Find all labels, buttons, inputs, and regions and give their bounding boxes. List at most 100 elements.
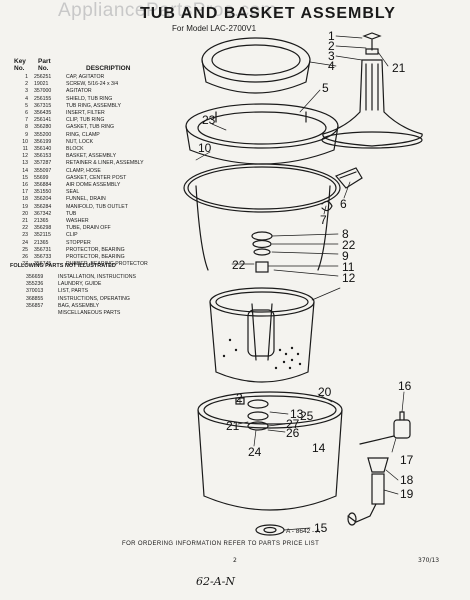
parts-row: 4 256155 SHIELD, TUB RING [10,96,200,103]
callout-7: 7 [320,213,327,227]
callout-22-right: 22 [342,238,356,252]
parts-row-part-no: 357000 [34,88,52,95]
parts-row-description: STOPPER [66,239,91,246]
parts-row-description: GASKET, TUB RING [66,124,115,131]
parts-row-part-no: 367315 [34,102,52,109]
parts-row-part-no: 356733 [34,254,52,261]
parts-row-part-no: 355200 [34,131,52,138]
callout-17: 17 [400,453,414,467]
parts-row-key-no: 10 [22,138,28,145]
callout-23: 23 [202,113,216,127]
header-part-line1: Part [38,58,51,65]
callout-26: 26 [286,426,300,440]
parts-row-part-no: 356298 [34,225,52,232]
parts-row-part-no: 356140 [34,146,52,153]
parts-row-key-no: 19 [22,203,28,210]
parts-row-key-no: 11 [22,146,28,153]
parts-row-part-no: 256251 [34,74,52,80]
not-illustrated-part-no: 356857 [26,302,44,309]
callout-18: 18 [400,473,414,487]
parts-row-part-no: 356884 [34,182,52,189]
not-illustrated-description: LIST, PARTS [58,288,89,295]
parts-row-description: TUB RING, ASSEMBLY [66,102,121,109]
parts-row-description: PROTECTOR, BEARING [66,246,125,253]
not-illustrated-part-no: 355236 [26,281,44,288]
callout-10: 10 [198,141,212,155]
callout-2-lower: 2 [236,391,243,405]
parts-row-part-no: 55699 [34,174,49,181]
parts-row-key-no: 5 [25,102,28,109]
callout-27: 27 [286,417,300,431]
parts-row-description: RUBBER, BEARING PROTECTOR [66,261,148,268]
agitator-cap-drawing [362,32,382,55]
air-dome-drawing [359,411,411,445]
parts-row-key-no: 21 [22,218,28,225]
parts-row-part-no: 256155 [34,95,52,102]
parts-row-key-no: 12 [22,153,28,160]
parts-row-key-no: 4 [25,95,28,102]
header-part-line2: No. [38,65,49,72]
diagram-code: A - 8642 - A [286,528,320,535]
parts-list: 1 256251 CAP, AGITATOR 2 19021 SCREW, 5/16-24… [10,74,200,268]
parts-row-key-no: 22 [22,225,28,232]
parts-row-part-no: 356280 [34,124,52,131]
filter-insert-drawing [335,167,363,189]
parts-row-key-no: 15 [22,174,28,181]
watermark-text: AppliancePartsPros.com [58,0,278,21]
header-key-line1: Key [14,58,26,65]
parts-row-key-no: 2 [25,81,28,88]
callout-3: 3 [328,49,335,63]
parts-row-description: SHIELD, TUB RING [66,95,113,102]
parts-row-description: SCREW, 5/16-24 x 3/4 [66,81,119,88]
parts-row-key-no: 24 [22,239,28,246]
page-subtitle: For Model LAC-2700V1 [172,24,257,33]
parts-row-description: PROTECTOR, BEARING [66,254,125,261]
not-illustrated-row: 356857 BAG, ASSEMBLY [26,303,136,310]
parts-row-description: SEAL [66,189,80,196]
parts-row-description: CAP, AGITATOR [66,74,105,80]
parts-row-key-no: 18 [22,196,28,203]
header-key: Key No. [14,58,26,72]
callout-13: 13 [290,407,304,421]
not-illustrated-description: INSTRUCTIONS, OPERATING [58,295,130,302]
callout-4: 4 [328,59,335,73]
tub-ring-drawing [185,103,339,165]
parts-row-description: CLIP [66,232,78,239]
parts-row-part-no: 356435 [34,110,52,117]
parts-row-part-no: 355097 [34,167,52,174]
parts-row-part-no: 356153 [34,153,52,160]
parts-row-key-no: 1 [25,74,28,80]
callout-8: 8 [342,227,349,241]
page-number: 2 [233,557,237,564]
parts-row-part-no: 19021 [34,81,49,88]
outer-tub-drawing [197,391,343,511]
parts-row: 2 19021 SCREW, 5/16-24 x 3/4 [10,81,200,88]
not-illustrated-row: MISCELLANEOUS PARTS [26,310,136,317]
callout-14: 14 [312,441,326,455]
handwritten-note: 62-A-N [196,575,235,588]
callout-5: 5 [322,81,329,95]
callout-16: 16 [398,379,412,393]
drain-manifold-drawing [347,457,389,526]
parts-row-key-no: 25 [22,246,28,253]
parts-row-part-no: 356745 [34,261,52,268]
parts-row-part-no: 356284 [34,203,52,210]
parts-row-part-no: 21365 [34,239,49,246]
parts-row-key-no: 3 [25,88,28,95]
not-illustrated-description: BAG, ASSEMBLY [58,302,100,309]
center-post-gasket-drawing [255,524,285,536]
